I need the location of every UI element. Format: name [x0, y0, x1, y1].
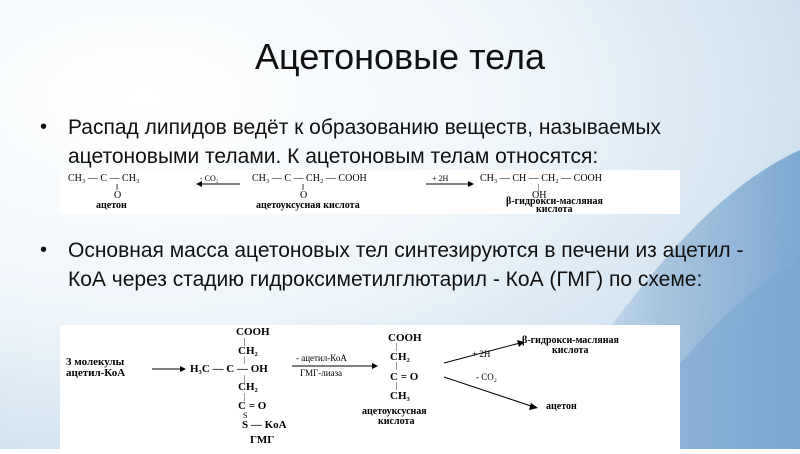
hmg-bond-4: | [244, 392, 246, 401]
hmg-ch2-bottom: CH₂ [238, 381, 259, 393]
hydroxybutyric-oh: OH [532, 190, 546, 201]
acetoacetic-oxygen: O [300, 190, 307, 201]
arrow-2-head [468, 181, 474, 187]
bullet-text-1: Распад липидов ведёт к образованию вещес… [68, 116, 661, 168]
acetoacetic-name: ацетоуксусная кислота [256, 200, 360, 211]
arrow-1-head [196, 181, 202, 187]
aa-name-2: кислота [378, 416, 414, 427]
arrow-to-hmg-head [180, 366, 186, 372]
acetone-double-bond: ‖ [116, 183, 118, 192]
hydroxybutyric-formula: CH₃ — CH — CH₂ — COOH [480, 173, 602, 184]
product-2-name: ацетон [546, 401, 577, 412]
hmg-s-koa: S — KoA [242, 419, 287, 431]
bullet-icon: • [40, 239, 48, 261]
acetoacetic-formula: CH₃ — C — CH₂ — COOH [252, 173, 367, 184]
bullet-text-2: Основная масса ацетоновых тел синтезирую… [68, 239, 744, 291]
acetone-oxygen: O [114, 190, 121, 201]
start-label-1: 3 молекулы [66, 356, 125, 368]
aa-carbonyl: C = O [390, 371, 419, 383]
aa-bond-3: | [396, 381, 398, 390]
arrow-to-product-2-head [529, 403, 538, 410]
hmg-ch2-top: CH₂ [238, 345, 259, 357]
product-1-name-1: β-гидрокси-масляная [522, 335, 620, 346]
plus-2h-label: + 2H [472, 349, 491, 359]
lyase-label-1: - ацетил-КоА [296, 353, 347, 363]
hmg-label: ГМГ [250, 434, 274, 446]
hydroxybutyric-name-2: кислота [536, 204, 572, 214]
hmg-bond-3: | [244, 374, 246, 383]
lyase-label-2: ГМГ-лиаза [300, 368, 342, 378]
aa-cooh: COOH [388, 332, 422, 344]
acetone-formula: CH₃ — C — CH₃ [68, 173, 139, 184]
hmg-bond-2: | [244, 355, 246, 364]
arrow-to-product-1-head [517, 340, 524, 347]
hmg-bond-1: | [244, 337, 246, 346]
hydroxybutyric-single-bond: | [538, 183, 540, 192]
arrow-to-product-1 [443, 342, 521, 364]
aa-ch2: CH₂ [390, 351, 411, 363]
aa-bond-2: | [396, 361, 398, 370]
aa-name-1: ацетоуксусная [362, 406, 427, 417]
hydroxybutyric-name-1: β-гидрокси-масляная [506, 196, 604, 207]
lyase-arrow-head [372, 363, 378, 369]
hmg-cooh: COOH [236, 326, 270, 338]
bullet-icon: • [40, 116, 48, 138]
aa-bond-1: | [396, 342, 398, 351]
reaction-scheme-ketone-bodies: CH₃ — C — CH₃ ‖ O ацетон - CO₂ CH₃ — C —… [60, 170, 680, 215]
acetone-name: ацетон [96, 200, 127, 211]
minus-co2-label: - CO₂ [476, 372, 497, 382]
aa-ch3: CH₃ [390, 390, 411, 402]
hmg-carbonyl: C = O [238, 400, 267, 412]
arrow-1-label: - CO₂ [200, 174, 219, 183]
arrow-2-label: + 2H [432, 174, 449, 183]
product-1-name-2: кислота [552, 345, 588, 356]
acetoacetic-double-bond: ‖ [302, 183, 304, 192]
slide-title: Ацетоновые тела [254, 36, 546, 77]
arrow-to-product-2 [443, 376, 535, 408]
start-label-2: ацетил-КоА [66, 367, 125, 379]
reaction-scheme-hmg-pathway: 3 молекулы ацетил-КоА COOH | CH₂ | H₃C —… [60, 325, 680, 449]
hmg-center: H₃C — C — OH [190, 363, 268, 375]
hmg-bond-5: S [243, 411, 247, 420]
